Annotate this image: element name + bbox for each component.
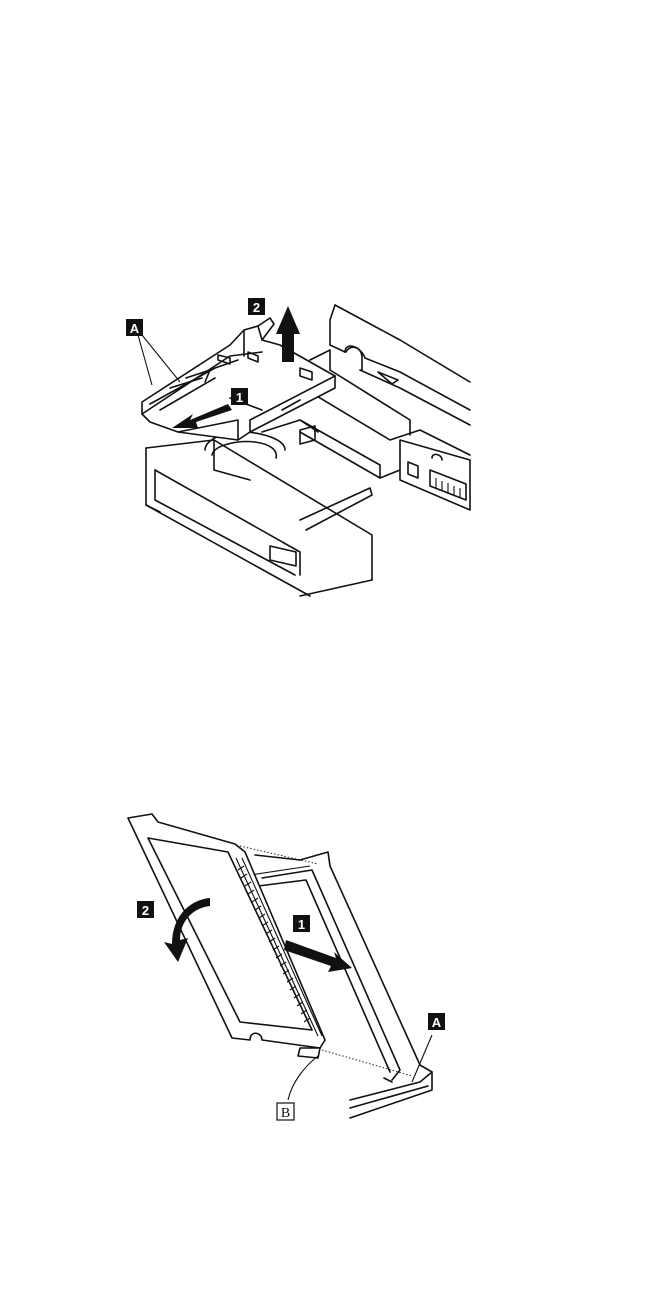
- callout-latch-a-label: A: [130, 321, 140, 336]
- memory-module: [128, 814, 325, 1058]
- callout-notch-b-label: B: [281, 1106, 290, 1121]
- memory-removal-drawing: 2 1 A B: [0, 800, 648, 1130]
- callout-step2-label: 2: [142, 903, 149, 918]
- callout-slot-a-label: A: [432, 1015, 442, 1030]
- callout-step1-label: 1: [298, 917, 305, 932]
- callout-step1: 1: [231, 388, 248, 405]
- cover-removal-drawing: 2 A 1: [0, 280, 648, 610]
- rear-hardware: [290, 305, 470, 510]
- callout-notch-b: B: [277, 1103, 294, 1121]
- alignment-line-top: [240, 846, 318, 864]
- slot-cover: [142, 318, 335, 440]
- callout-step1-label: 1: [236, 390, 243, 405]
- callout-step1: 1: [293, 915, 310, 932]
- callout-step2: 2: [137, 901, 154, 918]
- callout-b-pointer: [288, 1056, 318, 1100]
- callout-a-pointer: [138, 335, 180, 385]
- callout-latch-a: A: [126, 319, 143, 336]
- computer-base: [146, 440, 372, 596]
- memory-removal-illustration: 2 1 A B: [0, 800, 648, 1130]
- callout-step2: 2: [248, 298, 265, 315]
- callout-slot-a: A: [428, 1013, 445, 1030]
- cover-removal-illustration: 2 A 1: [0, 280, 648, 610]
- callout-step2-label: 2: [253, 300, 260, 315]
